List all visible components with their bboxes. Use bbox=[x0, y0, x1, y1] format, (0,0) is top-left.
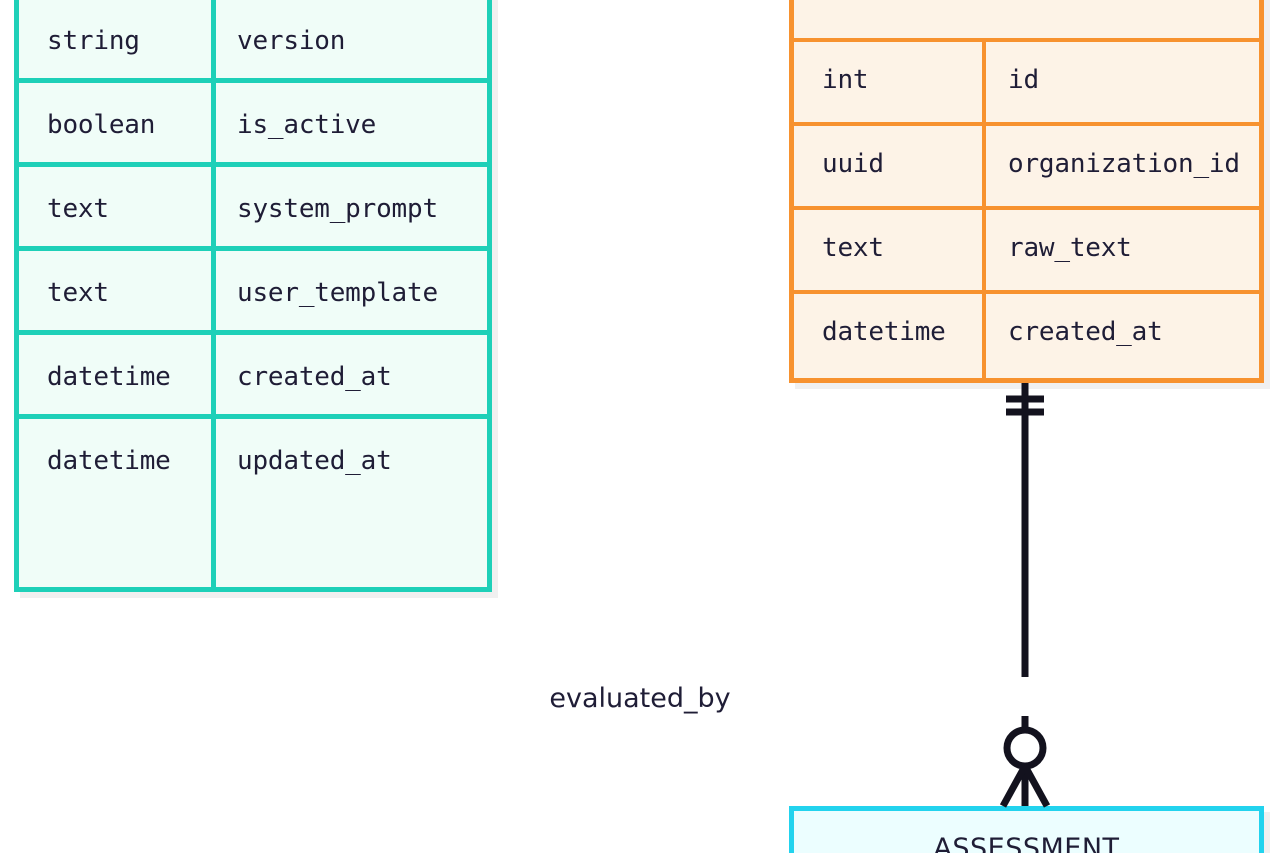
entity-prompt[interactable]: string name string version boolean is_ac… bbox=[14, 0, 492, 592]
entity-transcript-row-divider bbox=[794, 38, 1259, 42]
cardinality-exactly-one-icon bbox=[1006, 395, 1044, 416]
entity-prompt-column-divider bbox=[211, 0, 216, 587]
attribute-name: raw_text bbox=[1008, 233, 1132, 263]
attribute-name: created_at bbox=[237, 362, 392, 392]
attribute-row[interactable]: datetime updated_at bbox=[19, 419, 487, 503]
attribute-row[interactable]: int id bbox=[794, 38, 1259, 122]
attribute-type: uuid bbox=[822, 149, 884, 179]
attribute-name: is_active bbox=[237, 110, 377, 140]
entity-prompt-row-divider bbox=[19, 162, 487, 167]
attribute-name: version bbox=[237, 26, 346, 56]
attribute-row[interactable]: text user_template bbox=[19, 251, 487, 335]
entity-prompt-row-divider bbox=[19, 78, 487, 83]
relationship-label: evaluated_by bbox=[0, 683, 1280, 714]
entity-transcript-row-divider bbox=[794, 290, 1259, 294]
attribute-row[interactable]: boolean is_active bbox=[19, 83, 487, 167]
attribute-row[interactable]: datetime created_at bbox=[19, 335, 487, 419]
attribute-name: id bbox=[1008, 65, 1039, 95]
attribute-row[interactable]: text system_prompt bbox=[19, 167, 487, 251]
entity-assessment[interactable]: ASSESSMENT bbox=[789, 806, 1264, 853]
entity-prompt-row-divider bbox=[19, 414, 487, 419]
attribute-name: updated_at bbox=[237, 446, 392, 476]
entity-assessment-body: ASSESSMENT bbox=[789, 806, 1264, 853]
attribute-row[interactable]: text raw_text bbox=[794, 206, 1259, 290]
entity-transcript-row-divider bbox=[794, 206, 1259, 210]
entity-assessment-title: ASSESSMENT bbox=[933, 833, 1120, 853]
entity-transcript-row-divider bbox=[794, 122, 1259, 126]
attribute-name: organization_id bbox=[1008, 149, 1240, 179]
attribute-type: datetime bbox=[822, 317, 946, 347]
attribute-type: boolean bbox=[47, 110, 156, 140]
entity-transcript-body: TRANSCRIPT int id uuid organization_id t… bbox=[789, 0, 1264, 383]
attribute-row[interactable]: string version bbox=[19, 0, 487, 83]
attribute-row[interactable]: datetime created_at bbox=[794, 290, 1259, 374]
cardinality-zero-or-many-icon bbox=[999, 726, 1051, 808]
attribute-type: text bbox=[47, 194, 109, 224]
attribute-type: int bbox=[822, 65, 869, 95]
attribute-name: system_prompt bbox=[237, 194, 438, 224]
entity-prompt-row-divider bbox=[19, 246, 487, 251]
entity-prompt-row-divider bbox=[19, 330, 487, 335]
attribute-type: datetime bbox=[47, 362, 171, 392]
relationship-label-text: evaluated_by bbox=[539, 683, 741, 714]
entity-transcript[interactable]: TRANSCRIPT int id uuid organization_id t… bbox=[789, 0, 1264, 383]
attribute-type: datetime bbox=[47, 446, 171, 476]
attribute-name: created_at bbox=[1008, 317, 1163, 347]
attribute-type: string bbox=[47, 26, 140, 56]
entity-prompt-body: string name string version boolean is_ac… bbox=[14, 0, 492, 592]
attribute-row[interactable]: uuid organization_id bbox=[794, 122, 1259, 206]
attribute-type: text bbox=[47, 278, 109, 308]
attribute-name: user_template bbox=[237, 278, 438, 308]
attribute-type: text bbox=[822, 233, 884, 263]
